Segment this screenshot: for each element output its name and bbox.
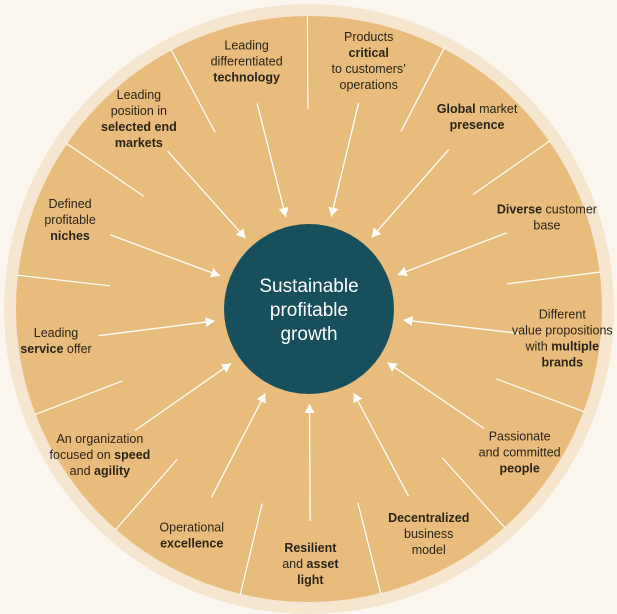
segment-arrow	[134, 362, 232, 431]
segment-arrow	[256, 103, 289, 218]
segment-arrow	[98, 317, 215, 337]
center-circle	[224, 224, 394, 394]
segment-divider	[114, 459, 178, 531]
segment-divider	[496, 378, 585, 413]
segment-arrow	[304, 403, 315, 522]
segment-divider	[239, 503, 263, 595]
segment-divider	[170, 49, 216, 133]
segment-divider	[472, 140, 551, 195]
segment-divider	[357, 502, 382, 595]
segment-divider	[441, 457, 506, 529]
segment-arrow	[328, 102, 360, 217]
segment-divider	[65, 142, 145, 197]
segment-arrow	[387, 362, 485, 430]
segment-arrow	[371, 149, 450, 238]
segment-divider	[16, 274, 111, 287]
segment-arrow	[110, 234, 221, 278]
arrows	[98, 102, 520, 522]
segment-arrow	[353, 392, 410, 497]
segment-dividers	[16, 15, 601, 595]
segment-divider	[34, 380, 123, 416]
segment-arrow	[403, 316, 520, 335]
segment-divider	[507, 271, 601, 285]
segment-divider	[400, 47, 445, 132]
segment-arrow	[397, 232, 508, 277]
segment-arrow	[167, 150, 247, 239]
segment-arrow	[210, 393, 266, 498]
segment-divider	[306, 15, 309, 110]
